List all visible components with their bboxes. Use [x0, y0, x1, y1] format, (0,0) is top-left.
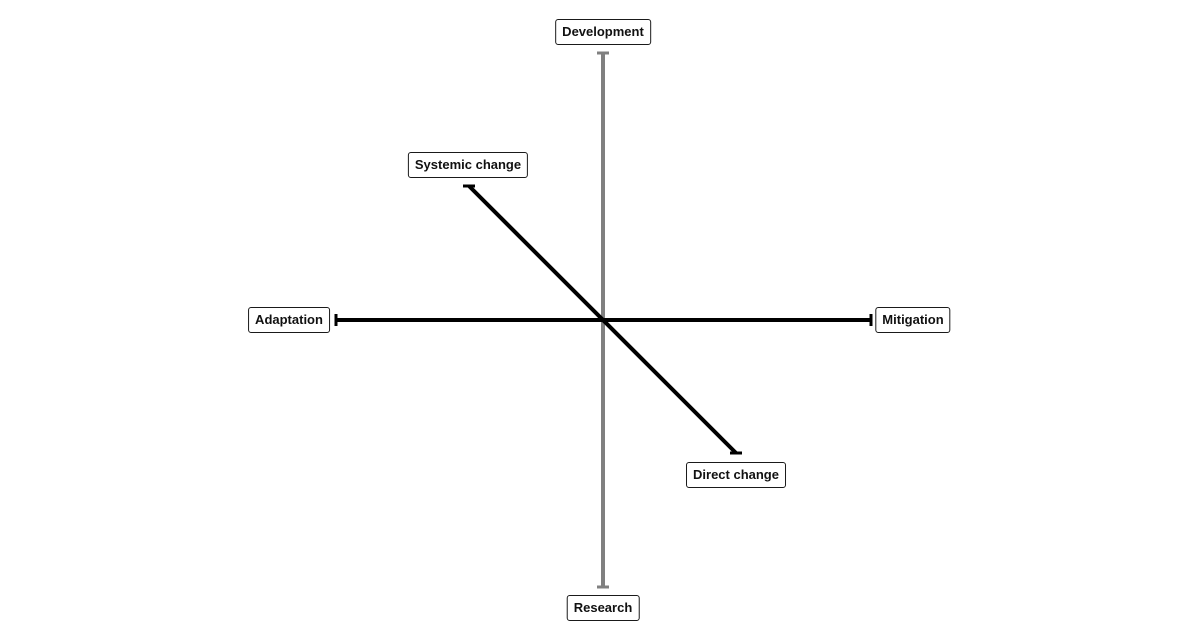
label-mitigation: Mitigation — [875, 307, 951, 333]
label-development: Development — [555, 19, 651, 45]
label-systemic-change: Systemic change — [407, 152, 529, 178]
label-direct-change: Direct change — [686, 462, 786, 488]
diagonal-axis-line — [467, 184, 738, 455]
label-adaptation: Adaptation — [248, 307, 330, 333]
label-research: Research — [566, 595, 640, 621]
